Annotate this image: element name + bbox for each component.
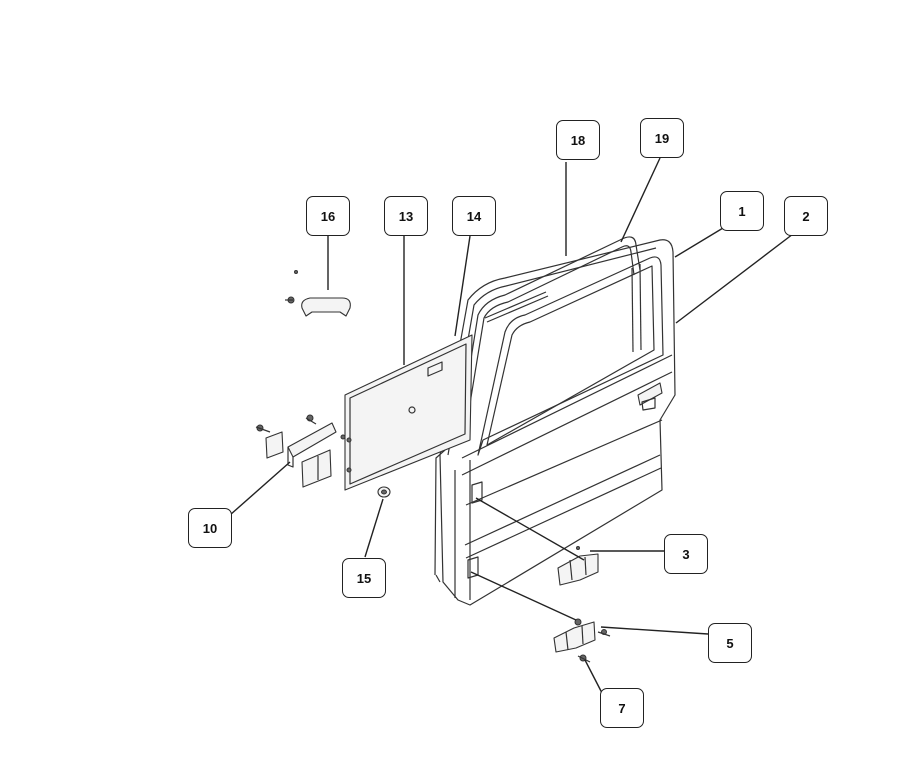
door-shell <box>434 239 676 606</box>
weatherstrip-seal <box>457 236 641 441</box>
door-trim-panel <box>344 334 473 491</box>
callout-10: 10 <box>188 508 232 548</box>
grommet <box>377 486 391 498</box>
window-frame <box>477 256 664 456</box>
callout-1: 1 <box>720 191 764 231</box>
grab-handle <box>285 270 351 317</box>
callout-3: 3 <box>664 534 708 574</box>
callout-7: 7 <box>600 688 644 728</box>
callout-18: 18 <box>556 120 600 160</box>
lower-hinge <box>467 556 611 653</box>
callout-13: 13 <box>384 196 428 236</box>
callout-2: 2 <box>784 196 828 236</box>
callout-15: 15 <box>342 558 386 598</box>
leader-lines <box>229 157 794 694</box>
door-handle <box>637 382 663 411</box>
callout-5: 5 <box>708 623 752 663</box>
callout-19: 19 <box>640 118 684 158</box>
callout-14: 14 <box>452 196 496 236</box>
hinge-screw <box>577 654 591 663</box>
callout-16: 16 <box>306 196 350 236</box>
armrest-bracket <box>255 414 346 488</box>
upper-hinge <box>471 481 599 586</box>
